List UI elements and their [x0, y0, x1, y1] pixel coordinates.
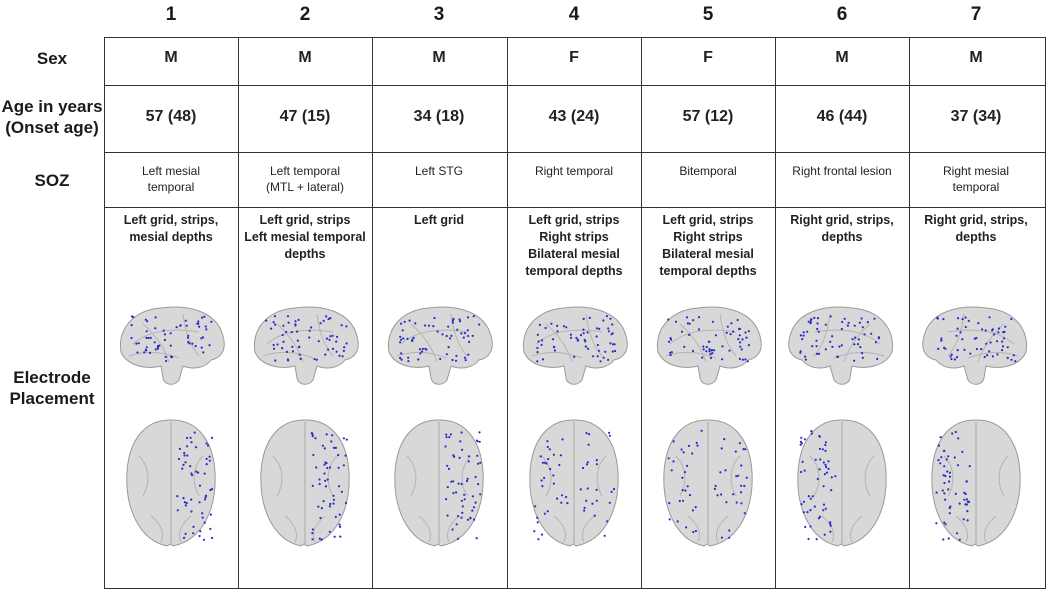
row-label-sex: Sex: [36, 49, 68, 68]
brain-axial-image: [394, 419, 484, 547]
column-number: 2: [299, 4, 311, 25]
row-label-electrode-placement: Electrode Placement: [9, 368, 95, 408]
soz-cell: Left mesial temporal: [141, 164, 201, 194]
sex-cell: F: [569, 49, 579, 66]
column-number: 3: [433, 4, 445, 25]
row-label-soz: SOZ: [34, 171, 70, 190]
soz-cell: Left STG: [414, 164, 464, 178]
sex-cell: M: [298, 49, 312, 66]
placement-cell: Left grid, strips, mesial depths: [123, 213, 219, 244]
column-number: 6: [836, 4, 848, 25]
age-cell: 34 (18): [413, 108, 465, 125]
age-cell: 46 (44): [816, 108, 868, 125]
age-cell: 43 (24): [548, 108, 600, 125]
column-number: 5: [702, 4, 714, 25]
brain-axial-image: [797, 419, 887, 547]
brain-axial-image: [529, 419, 619, 547]
column-number: 4: [568, 4, 580, 25]
brain-axial-image: [663, 419, 753, 547]
sex-cell: M: [835, 49, 849, 66]
sex-cell: M: [164, 49, 178, 66]
soz-cell: Left temporal (MTL + lateral): [266, 164, 344, 194]
sex-cell: F: [703, 49, 713, 66]
brain-axial-image: [931, 419, 1021, 547]
soz-cell: Right mesial temporal: [942, 164, 1010, 194]
soz-cell: Bitemporal: [679, 164, 737, 178]
column-number: 1: [165, 4, 177, 25]
brain-sagittal-image: [788, 306, 894, 385]
row-label-age: Age in years (Onset age): [1, 97, 103, 137]
age-cell: 57 (48): [145, 108, 197, 125]
placement-cell: Left grid: [414, 213, 464, 227]
placement-cell: Left grid, strips Right strips Bilateral…: [659, 213, 757, 278]
placement-cell: Left grid, strips Right strips Bilateral…: [525, 213, 623, 278]
column-number: 7: [970, 4, 982, 25]
sex-cell: M: [969, 49, 983, 66]
brain-axial-image: [126, 419, 216, 547]
placement-cell: Right grid, strips, depths: [924, 213, 1028, 244]
brain-sagittal-image: [387, 306, 493, 385]
brain-sagittal-image: [119, 306, 225, 385]
soz-cell: Right frontal lesion: [792, 164, 892, 178]
age-cell: 47 (15): [279, 108, 331, 125]
brain-sagittal-image: [253, 306, 359, 385]
placement-cell: Right grid, strips, depths: [790, 213, 894, 244]
age-cell: 57 (12): [682, 108, 734, 125]
brain-sagittal-image: [922, 306, 1028, 385]
sex-cell: M: [432, 49, 446, 66]
age-cell: 37 (34): [950, 108, 1002, 125]
brain-sagittal-image: [656, 306, 762, 385]
brain-axial-image: [260, 419, 350, 547]
placement-cell: Left grid, strips Left mesial temporal d…: [244, 213, 366, 261]
soz-cell: Right temporal: [534, 164, 614, 178]
brain-sagittal-image: [522, 306, 628, 385]
